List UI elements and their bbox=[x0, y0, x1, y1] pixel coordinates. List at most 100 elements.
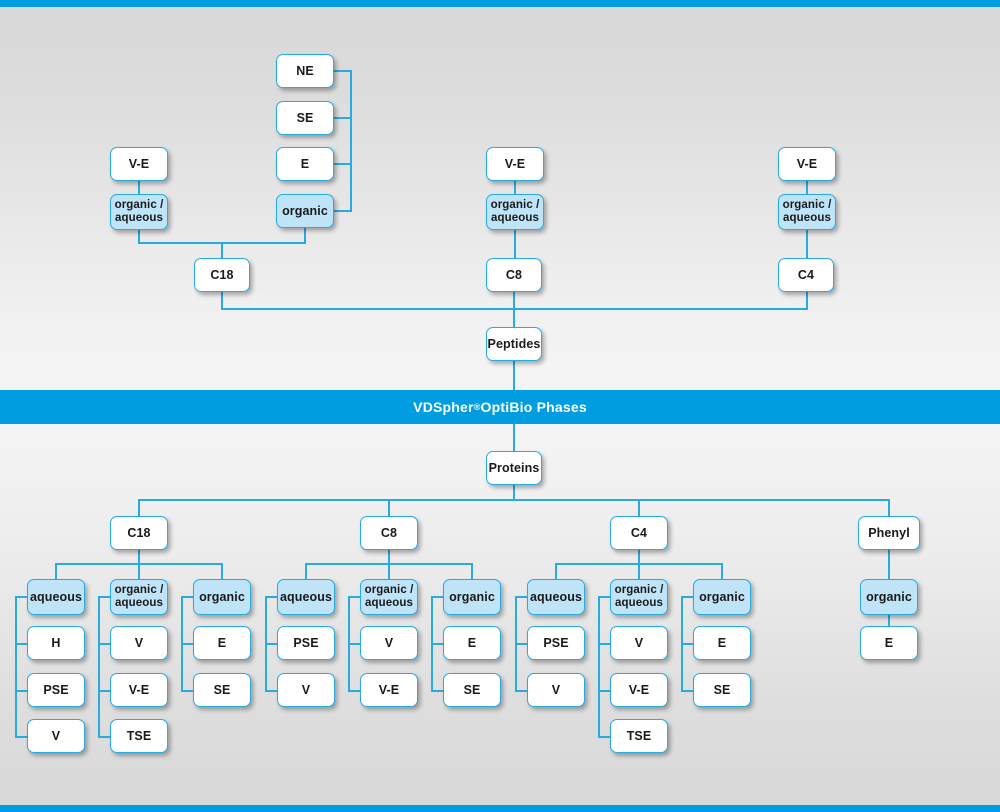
connector-c4-oa-tse bbox=[598, 736, 612, 738]
bottom-accent-bar bbox=[0, 805, 1000, 812]
node-c4-organic-e[interactable]: E bbox=[693, 626, 751, 660]
connector-c18-organic-down bbox=[304, 228, 306, 243]
node-c18-mode-organic-aqueous[interactable]: organic / aqueous bbox=[110, 579, 168, 615]
connector-c18-to-aqueous bbox=[55, 563, 57, 579]
node-peptides-c18-ve[interactable]: V-E bbox=[110, 147, 168, 181]
node-c4-aqueous-pse[interactable]: PSE bbox=[527, 626, 585, 660]
connector-manifold-to-c8 bbox=[388, 499, 390, 517]
node-c18-organic-se[interactable]: SE bbox=[193, 673, 251, 707]
node-proteins-phase-c8[interactable]: C8 bbox=[360, 516, 418, 550]
node-c4-oa-tse[interactable]: TSE bbox=[610, 719, 668, 753]
connector-c18-aqueous-h bbox=[15, 643, 29, 645]
node-c8-aqueous-v[interactable]: V bbox=[277, 673, 335, 707]
node-c18-organic-e[interactable]: E bbox=[193, 626, 251, 660]
connector-c8-oa-head bbox=[348, 596, 362, 598]
node-phenyl-mode-organic[interactable]: organic bbox=[860, 579, 918, 615]
connector-c4-to-manifold bbox=[806, 292, 808, 309]
connector-manifold-to-phenyl bbox=[888, 499, 890, 517]
connector-c4-to-organic bbox=[721, 563, 723, 579]
connector-c18-org-se bbox=[181, 690, 195, 692]
connector-manifold-to-c4 bbox=[638, 499, 640, 517]
connector-c8-to-organic-aqueous bbox=[388, 563, 390, 579]
connector-c18-aqueous-head bbox=[15, 596, 29, 598]
connector-c18-merge-to-node bbox=[221, 242, 223, 259]
connector-c18-aqueous-v bbox=[15, 736, 29, 738]
connector-proteins-manifold bbox=[138, 499, 889, 501]
node-c18-aqueous-h[interactable]: H bbox=[27, 626, 85, 660]
connector-c4-aqueous-pse bbox=[515, 643, 529, 645]
connector-c4-ve-to-oa bbox=[806, 181, 808, 194]
node-c8-mode-aqueous[interactable]: aqueous bbox=[277, 579, 335, 615]
node-c18-mode-organic[interactable]: organic bbox=[193, 579, 251, 615]
connector-c18-org-head bbox=[181, 596, 195, 598]
connector-c18-se bbox=[334, 117, 352, 119]
node-peptides-c4-mode-organic-aqueous[interactable]: organic / aqueous bbox=[778, 194, 836, 230]
connector-c8-org-head bbox=[431, 596, 445, 598]
node-c18-mode-aqueous[interactable]: aqueous bbox=[27, 579, 85, 615]
node-peptides-c18-mode-organic-aqueous[interactable]: organic / aqueous bbox=[110, 194, 168, 230]
node-peptides-c18-organic-se[interactable]: SE bbox=[276, 101, 334, 135]
node-c4-mode-aqueous[interactable]: aqueous bbox=[527, 579, 585, 615]
node-peptides-c18-organic-ne[interactable]: NE bbox=[276, 54, 334, 88]
node-c4-oa-v[interactable]: V bbox=[610, 626, 668, 660]
connector-c18-oa-ve bbox=[98, 690, 112, 692]
top-accent-bar bbox=[0, 0, 1000, 7]
connector-c4-org-e bbox=[681, 643, 695, 645]
node-phenyl-organic-e[interactable]: E bbox=[860, 626, 918, 660]
connector-c8-ve-to-oa bbox=[514, 181, 516, 194]
node-c4-mode-organic-aqueous[interactable]: organic / aqueous bbox=[610, 579, 668, 615]
connector-c18-to-organic bbox=[221, 563, 223, 579]
connector-phenyl-organic-to-e bbox=[888, 615, 890, 626]
connector-c8-phase-down bbox=[388, 550, 390, 564]
node-c18-aqueous-pse[interactable]: PSE bbox=[27, 673, 85, 707]
node-peptides-c4-ve[interactable]: V-E bbox=[778, 147, 836, 181]
node-c8-mode-organic[interactable]: organic bbox=[443, 579, 501, 615]
connector-c8-oa-to-phase bbox=[514, 230, 516, 258]
node-peptides-phase-c4[interactable]: C4 bbox=[778, 258, 834, 292]
connector-c8-org-e bbox=[431, 643, 445, 645]
node-peptides-phase-c18[interactable]: C18 bbox=[194, 258, 250, 292]
connector-c18-e bbox=[334, 163, 352, 165]
connector-c18-organic bbox=[334, 210, 352, 212]
connector-c18-to-organic-aqueous bbox=[138, 563, 140, 579]
node-proteins-root[interactable]: Proteins bbox=[486, 451, 542, 485]
node-proteins-phase-phenyl[interactable]: Phenyl bbox=[858, 516, 920, 550]
connector-c18-ne bbox=[334, 70, 352, 72]
connector-c4-to-aqueous bbox=[555, 563, 557, 579]
node-c8-oa-ve[interactable]: V-E bbox=[360, 673, 418, 707]
node-c8-organic-e[interactable]: E bbox=[443, 626, 501, 660]
connector-c4-aqueous-v bbox=[515, 690, 529, 692]
bracket-c18-organic-aqueous bbox=[98, 596, 100, 737]
node-peptides-c18-mode-organic[interactable]: organic bbox=[276, 194, 334, 228]
node-peptides-c8-mode-organic-aqueous[interactable]: organic / aqueous bbox=[486, 194, 544, 230]
connector-c4-oa-v bbox=[598, 643, 612, 645]
connector-c4-aqueous-head bbox=[515, 596, 529, 598]
node-proteins-phase-c4[interactable]: C4 bbox=[610, 516, 668, 550]
connector-c18-aqueous-pse bbox=[15, 690, 29, 692]
node-c4-oa-ve[interactable]: V-E bbox=[610, 673, 668, 707]
connector-c18-oa-v bbox=[98, 643, 112, 645]
node-c4-aqueous-v[interactable]: V bbox=[527, 673, 585, 707]
node-c18-oa-ve[interactable]: V-E bbox=[110, 673, 168, 707]
node-c8-mode-organic-aqueous[interactable]: organic / aqueous bbox=[360, 579, 418, 615]
node-peptides-phase-c8[interactable]: C8 bbox=[486, 258, 542, 292]
node-peptides-root[interactable]: Peptides bbox=[486, 327, 542, 361]
node-peptides-c18-organic-e[interactable]: E bbox=[276, 147, 334, 181]
node-c8-organic-se[interactable]: SE bbox=[443, 673, 501, 707]
node-c18-oa-v[interactable]: V bbox=[110, 626, 168, 660]
connector-proteins-down bbox=[513, 485, 515, 500]
node-c4-mode-organic[interactable]: organic bbox=[693, 579, 751, 615]
node-peptides-c8-ve[interactable]: V-E bbox=[486, 147, 544, 181]
node-c18-oa-tse[interactable]: TSE bbox=[110, 719, 168, 753]
connector-phenyl-to-organic bbox=[888, 550, 890, 579]
node-proteins-phase-c18[interactable]: C18 bbox=[110, 516, 168, 550]
connector-c18-to-manifold bbox=[221, 292, 223, 309]
node-c18-aqueous-v[interactable]: V bbox=[27, 719, 85, 753]
connector-c18-org-e bbox=[181, 643, 195, 645]
node-c4-organic-se[interactable]: SE bbox=[693, 673, 751, 707]
node-c8-aqueous-pse[interactable]: PSE bbox=[277, 626, 335, 660]
node-c8-oa-v[interactable]: V bbox=[360, 626, 418, 660]
connector-c8-oa-v bbox=[348, 643, 362, 645]
connector-c4-phase-down bbox=[638, 550, 640, 564]
